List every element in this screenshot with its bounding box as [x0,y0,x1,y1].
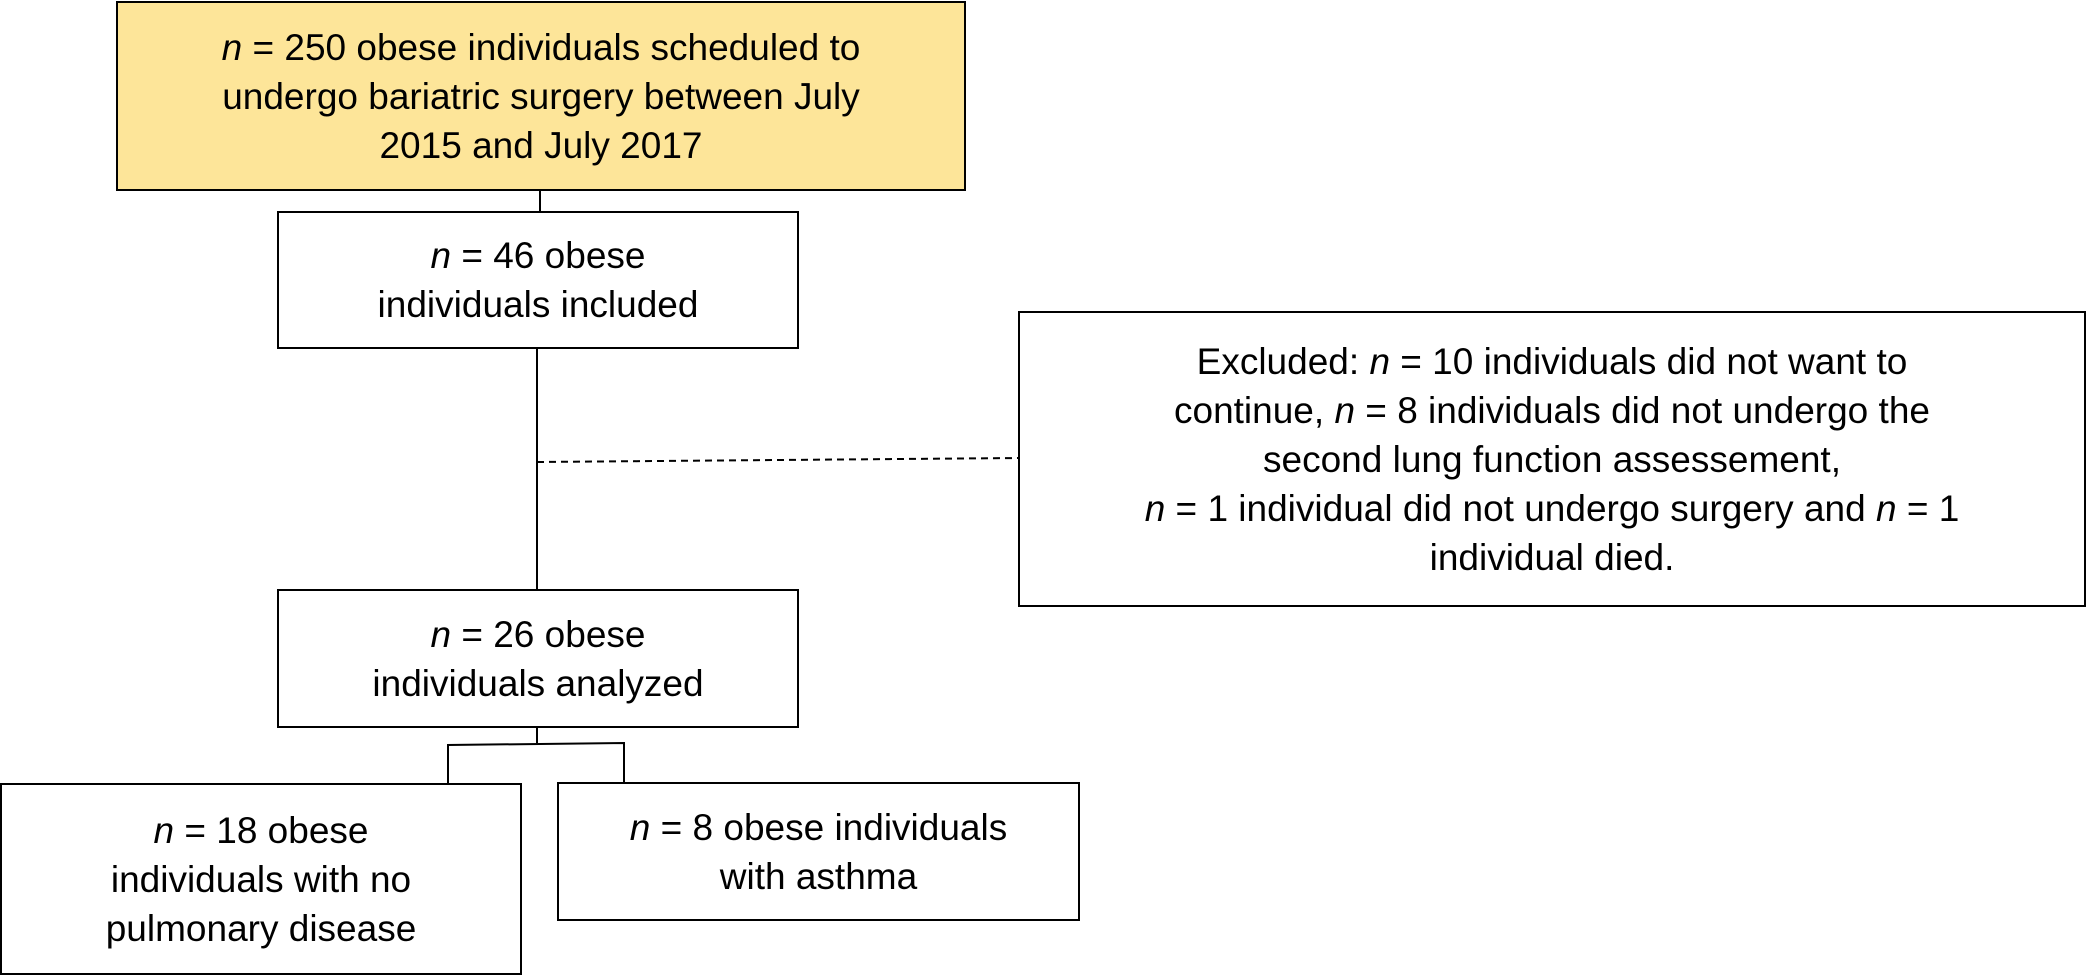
no-pulmonary-disease-box: n = 18 obese individuals with no pulmona… [0,783,522,975]
connector-excluded-dashed [536,457,1021,463]
screened-box: n = 250 obese individuals scheduled to u… [116,1,966,191]
asthma-box: n = 8 obese individuals with asthma [557,782,1080,921]
excluded-box: Excluded: n = 10 individuals did not wan… [1018,311,2086,607]
connector-split-branches [447,741,625,784]
analyzed-box: n = 26 obese individuals analyzed [277,589,799,728]
included-box: n = 46 obese individuals included [277,211,799,349]
